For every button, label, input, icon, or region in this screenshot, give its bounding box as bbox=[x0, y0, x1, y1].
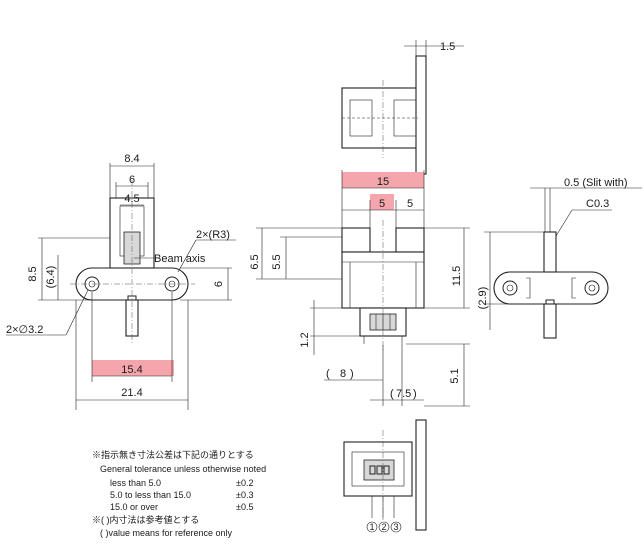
slit-note: 0.5 (Slit with) bbox=[564, 177, 628, 189]
dim-6-5: 6.5 bbox=[249, 254, 261, 269]
note-line-6: ※( )内寸法は参考値とする bbox=[92, 514, 199, 525]
radius-note: 2×(R3) bbox=[196, 229, 230, 241]
dim-2-9: (2.9) bbox=[477, 287, 489, 310]
dim-21-4: 21.4 bbox=[121, 387, 142, 399]
top-view-plate bbox=[415, 55, 427, 175]
right-upright bbox=[543, 231, 557, 273]
dim-5-left: 5 bbox=[379, 198, 385, 210]
note-line-7: ( )value means for reference only bbox=[100, 528, 233, 538]
dim-7-5-paren-close: ) bbox=[413, 388, 417, 400]
note-line-2: General tolerance unless otherwise noted bbox=[100, 464, 266, 474]
dim-7-5: 7.5 bbox=[396, 388, 411, 400]
dim-5-5: 5.5 bbox=[271, 254, 283, 269]
front-arm-left bbox=[341, 227, 371, 253]
bottom-plate bbox=[415, 419, 427, 531]
note-tol-3: ±0.5 bbox=[236, 502, 253, 512]
highlight-15 bbox=[342, 172, 424, 188]
dim-15: 15 bbox=[377, 176, 389, 188]
left-view: 8.4 6 4.5 8.5 (6.4) 6 15.4 21.4 bbox=[6, 153, 236, 410]
dim-8-4: 8.4 bbox=[124, 153, 139, 165]
dim-6-4: (6.4) bbox=[45, 266, 57, 289]
right-view: 0.5 (Slit with) C0.3 (2.9) bbox=[477, 177, 642, 339]
pin-1-label: 1 bbox=[369, 522, 374, 532]
note-line-1: ※指示無き寸法公差は下記の通りとする bbox=[92, 449, 254, 460]
chamfer-note: C0.3 bbox=[586, 198, 609, 210]
left-hole-2 bbox=[164, 276, 180, 292]
dim-8-paren-open: ( bbox=[326, 368, 330, 380]
center-front-view: 15 5 5 6.5 5.5 11.5 bbox=[249, 170, 470, 407]
note-tol-1: ±0.2 bbox=[236, 478, 253, 488]
front-arm-right bbox=[395, 227, 425, 253]
bottom-socket-inner bbox=[363, 459, 395, 481]
dim-7-5-paren-open: ( bbox=[390, 388, 394, 400]
highlight-15-4 bbox=[92, 360, 174, 376]
right-tail bbox=[543, 303, 557, 339]
dim-11-5: 11.5 bbox=[451, 266, 463, 287]
dim-15-4: 15.4 bbox=[121, 364, 142, 376]
center-top-view: 1.5 bbox=[341, 40, 464, 175]
dim-6-top: 6 bbox=[129, 174, 135, 186]
hole-note: 2×∅3.2 bbox=[6, 324, 43, 336]
tolerance-notes: ※指示無き寸法公差は下記の通りとする General tolerance unl… bbox=[92, 449, 266, 538]
bottom-connector-view: 1 2 3 bbox=[343, 419, 427, 533]
pin-2-circle bbox=[378, 521, 390, 533]
dim-8: 8 bbox=[340, 368, 346, 380]
right-flange bbox=[493, 271, 609, 305]
dim-1-5: 1.5 bbox=[440, 41, 455, 53]
beam-axis-label: Beam axis bbox=[154, 253, 206, 265]
dim-1-2: 1.2 bbox=[299, 332, 311, 347]
dim-5-1: 5.1 bbox=[449, 368, 461, 383]
dim-6-right: 6 bbox=[213, 281, 225, 287]
dim-8-5: 8.5 bbox=[27, 266, 39, 281]
note-range-3: 15.0 or over bbox=[110, 502, 158, 512]
note-tol-2: ±0.3 bbox=[236, 490, 253, 500]
dim-4-5: 4.5 bbox=[124, 193, 139, 205]
dim-5-right: 5 bbox=[407, 198, 413, 210]
pin-2-label: 2 bbox=[381, 522, 386, 532]
highlight-5 bbox=[370, 194, 394, 210]
note-range-2: 5.0 to less than 15.0 bbox=[110, 490, 191, 500]
bottom-socket bbox=[351, 451, 405, 487]
right-hole-1 bbox=[502, 280, 518, 296]
pin-3-label: 3 bbox=[393, 522, 398, 532]
right-hole-2 bbox=[584, 280, 600, 296]
note-range-1: less than 5.0 bbox=[110, 478, 161, 488]
dim-8-paren-close: ) bbox=[350, 368, 354, 380]
pin-1-circle bbox=[366, 521, 378, 533]
pin-3-circle bbox=[390, 521, 402, 533]
